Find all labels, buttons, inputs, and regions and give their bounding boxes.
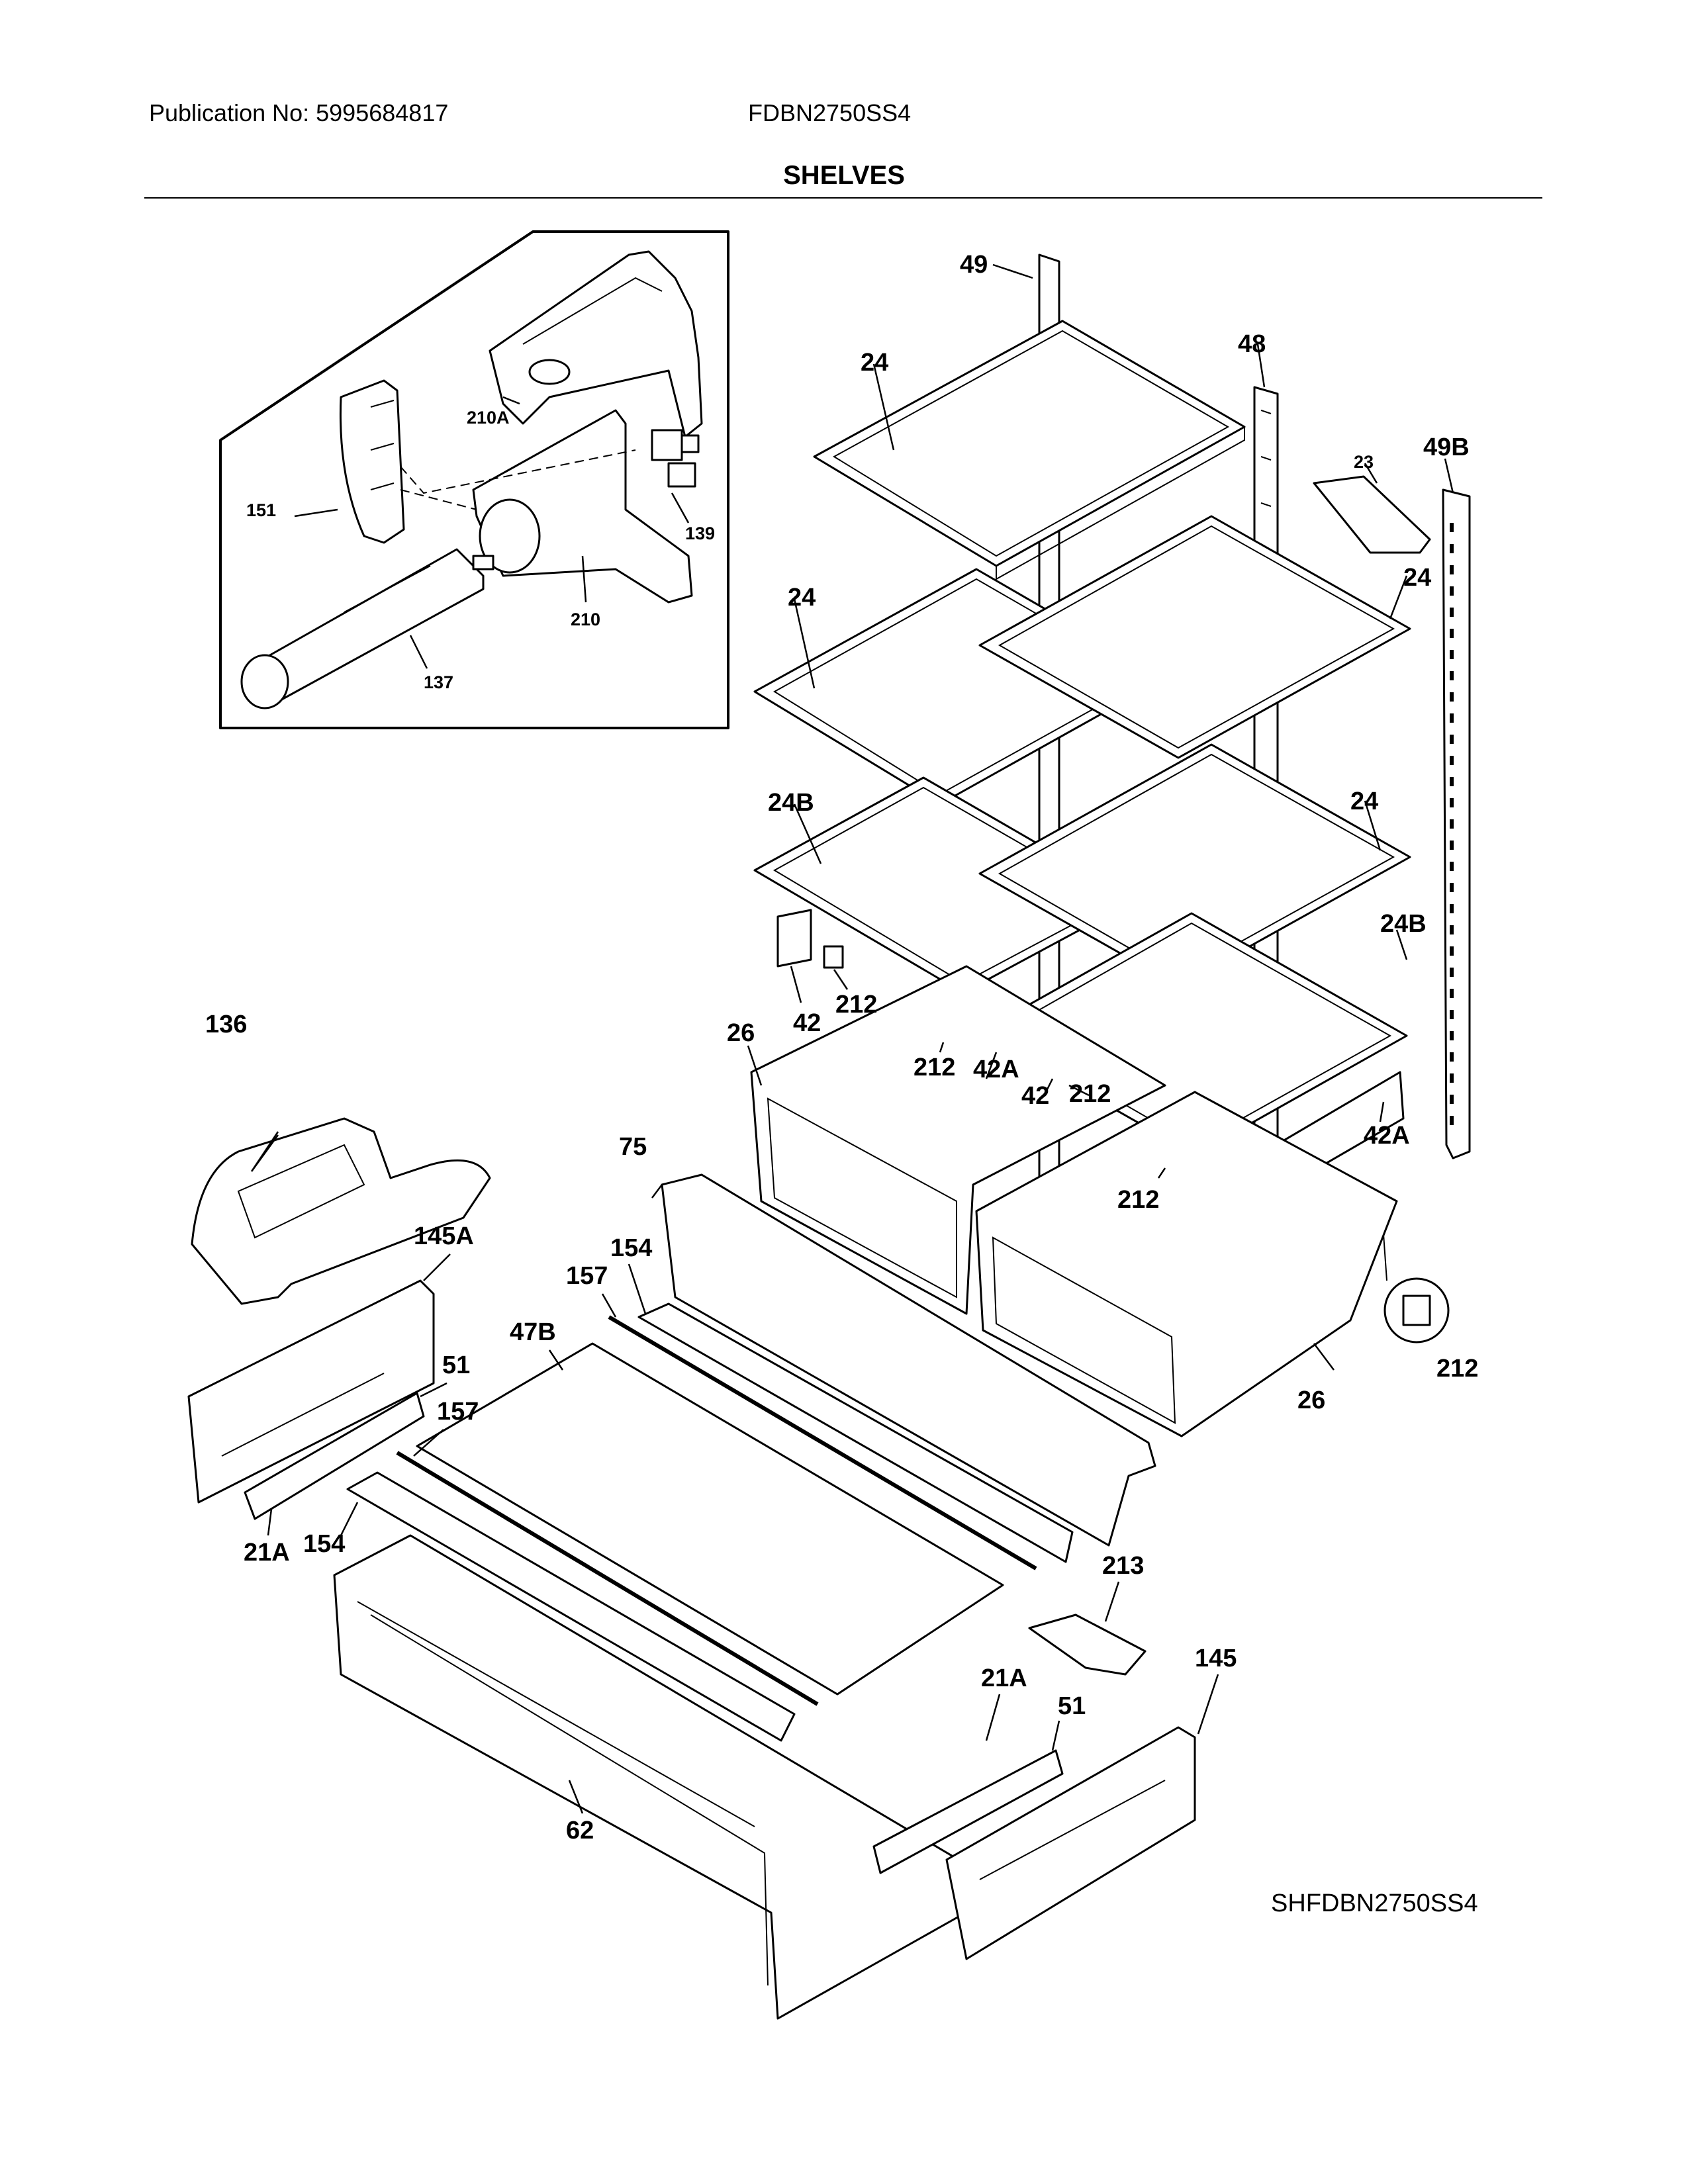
label-212-b: 212 <box>914 1054 955 1081</box>
label-212-e: 212 <box>1436 1355 1478 1383</box>
title-rule <box>144 197 1542 199</box>
shelf-24b-lower-right <box>978 912 1408 1156</box>
label-21a-left: 21A <box>244 1539 290 1567</box>
label-42a-rail: 42A <box>1364 1122 1410 1150</box>
label-212-d: 212 <box>1117 1186 1159 1214</box>
pantry-drawer-62 <box>333 1534 971 2020</box>
label-154-lower: 154 <box>303 1530 345 1558</box>
label-24-upper-right: 24 <box>1403 564 1431 592</box>
label-24-mid-right: 24 <box>1350 788 1378 815</box>
crisper-drawer-26-right <box>975 1091 1398 1437</box>
label-26-right: 26 <box>1297 1387 1325 1414</box>
label-136: 136 <box>205 1011 247 1038</box>
part-51-slide-right <box>872 1749 1064 1874</box>
water-filter-inset <box>219 230 729 729</box>
part-212-clip-a <box>823 945 844 969</box>
label-157-upper: 157 <box>566 1262 608 1290</box>
label-49b: 49B <box>1423 433 1470 461</box>
label-213: 213 <box>1102 1552 1144 1580</box>
section-title: SHELVES <box>783 161 905 190</box>
part-137-filter-cartridge <box>240 548 494 709</box>
label-75: 75 <box>619 1133 647 1161</box>
part-210-filter-head <box>472 409 693 604</box>
label-21a-right: 21A <box>981 1664 1027 1692</box>
label-145: 145 <box>1195 1645 1237 1672</box>
label-42-right: 42 <box>1021 1082 1049 1110</box>
part-145-bracket <box>945 1726 1196 1960</box>
label-42-left: 42 <box>793 1009 821 1037</box>
part-210a-housing-cover <box>489 250 703 438</box>
label-212-a: 212 <box>835 991 877 1019</box>
part-51-slide-left <box>244 1392 425 1520</box>
part-213-clip <box>1028 1614 1147 1676</box>
label-51-left: 51 <box>442 1351 470 1379</box>
label-23: 23 <box>1354 452 1374 472</box>
part-145a-bracket <box>187 1279 435 1504</box>
drawing-code: SHFDBN2750SS4 <box>1271 1889 1478 1917</box>
part-157-gasket-upper <box>608 1315 1037 1570</box>
label-145a: 145A <box>414 1222 474 1250</box>
shelf-24-top <box>813 320 1246 580</box>
label-42a-bracket: 42A <box>973 1056 1019 1083</box>
part-154-trim-lower <box>346 1471 796 1742</box>
part-49b-rail <box>1442 488 1471 1160</box>
part-154-trim-upper <box>637 1302 1074 1563</box>
label-24-top: 24 <box>861 349 888 377</box>
part-23-trim <box>1313 475 1431 554</box>
part-212-clip-detail <box>1383 1234 1450 1343</box>
part-47b-glass <box>416 1342 1004 1696</box>
label-139: 139 <box>685 523 715 543</box>
label-137: 137 <box>424 672 453 692</box>
label-24-upper-left: 24 <box>788 584 816 612</box>
label-210a: 210A <box>467 408 510 428</box>
label-24b-mid-left: 24B <box>768 789 814 817</box>
label-210: 210 <box>571 610 600 629</box>
part-75-cover <box>661 1173 1156 1547</box>
crisper-drawer-26-left <box>750 965 1166 1315</box>
shelf-24-mid-right <box>978 743 1411 987</box>
label-157-lower: 157 <box>437 1398 479 1426</box>
part-42-bracket-left <box>776 909 812 968</box>
label-51-right: 51 <box>1058 1692 1086 1720</box>
part-136-cover <box>191 1117 491 1305</box>
part-151-filter-cover <box>339 379 405 544</box>
part-139-valve <box>651 429 700 488</box>
label-62: 62 <box>566 1817 594 1844</box>
shelf-24-upper-right <box>978 515 1411 759</box>
label-24b-lower-right: 24B <box>1380 910 1427 938</box>
label-26-left: 26 <box>727 1019 755 1047</box>
label-151: 151 <box>246 500 276 520</box>
label-48: 48 <box>1238 330 1266 358</box>
part-157-gasket-lower <box>396 1451 819 1706</box>
label-212-c: 212 <box>1069 1080 1111 1108</box>
publication-number: Publication No: 5995684817 <box>149 99 449 126</box>
model-number: FDBN2750SS4 <box>748 99 912 126</box>
label-49: 49 <box>960 251 988 279</box>
label-47b: 47B <box>510 1318 556 1346</box>
label-154-upper: 154 <box>610 1234 652 1262</box>
